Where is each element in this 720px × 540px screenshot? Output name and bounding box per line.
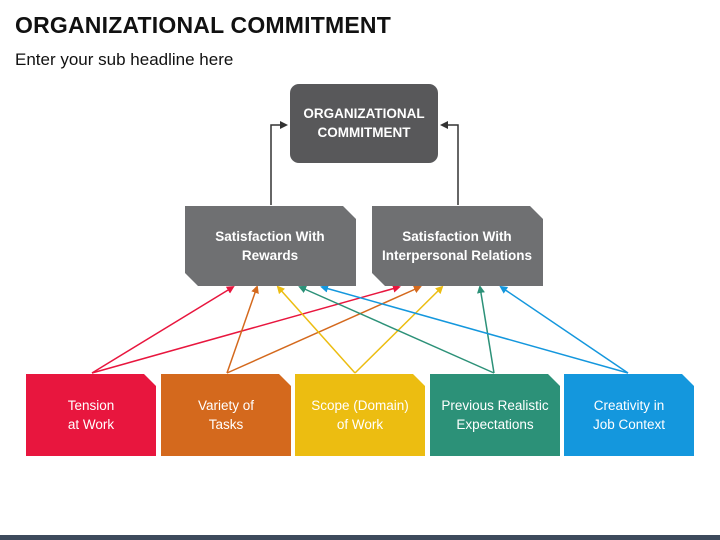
satisfaction-interpersonal-box: Satisfaction With Interpersonal Relation… xyxy=(372,206,543,286)
footer-bar xyxy=(0,535,720,540)
connector-expectations-to-rewards xyxy=(298,285,495,374)
organizational-commitment-box-shape xyxy=(290,84,438,163)
connector-creativity-to-interpersonal xyxy=(499,285,629,374)
satisfaction-interpersonal-line2: Interpersonal Relations xyxy=(382,248,532,263)
factor-variety-line2: Tasks xyxy=(209,417,244,432)
satisfaction-interpersonal-line1: Satisfaction With xyxy=(402,229,511,244)
factor-box-scope: Scope (Domain) of Work xyxy=(295,374,425,456)
connector-creativity-to-rewards xyxy=(320,284,629,374)
factor-creativity-line2: Job Context xyxy=(593,417,665,432)
connector-variety-to-interpersonal xyxy=(226,285,422,374)
page-title: ORGANIZATIONAL COMMITMENT xyxy=(15,12,391,38)
factor-box-scope-shape xyxy=(295,374,425,456)
organizational-commitment-line2: COMMITMENT xyxy=(318,125,412,140)
factor-box-expectations-shape xyxy=(430,374,560,456)
satisfaction-rewards-box-shape xyxy=(185,206,356,286)
factor-box-variety: Variety of Tasks xyxy=(161,374,291,456)
factor-box-expectations: Previous Realistic Expectations xyxy=(430,374,560,456)
factor-box-variety-shape xyxy=(161,374,291,456)
factor-box-tension-shape xyxy=(26,374,156,456)
connector-interpersonal-to-commitment xyxy=(440,121,459,205)
factor-expectations-line2: Expectations xyxy=(456,417,534,432)
factor-expectations-line1: Previous Realistic xyxy=(441,398,549,413)
factor-scope-line1: Scope (Domain) xyxy=(311,398,409,413)
connectors-to-middle xyxy=(91,284,629,374)
connector-tension-to-rewards xyxy=(91,285,235,374)
connector-variety-to-rewards xyxy=(226,285,259,374)
factor-scope-line2: of Work xyxy=(337,417,384,432)
organizational-commitment-line1: ORGANIZATIONAL xyxy=(303,106,424,121)
factor-tension-line2: at Work xyxy=(68,417,115,432)
factor-tension-line1: Tension xyxy=(68,398,115,413)
connector-scope-to-rewards xyxy=(276,285,356,374)
satisfaction-rewards-line2: Rewards xyxy=(242,248,298,263)
satisfaction-rewards-line1: Satisfaction With xyxy=(215,229,324,244)
factor-box-creativity: Creativity in Job Context xyxy=(564,374,694,456)
satisfaction-rewards-box: Satisfaction With Rewards xyxy=(185,206,356,286)
satisfaction-interpersonal-box-shape xyxy=(372,206,543,286)
connector-rewards-to-commitment xyxy=(270,121,288,205)
factor-creativity-line1: Creativity in xyxy=(594,398,665,413)
connectors-to-top xyxy=(270,121,459,205)
factor-variety-line1: Variety of xyxy=(198,398,254,413)
factor-box-creativity-shape xyxy=(564,374,694,456)
factor-box-tension: Tension at Work xyxy=(26,374,156,456)
page-subtitle: Enter your sub headline here xyxy=(15,50,234,69)
connector-tension-to-interpersonal xyxy=(91,284,401,374)
organizational-commitment-box: ORGANIZATIONAL COMMITMENT xyxy=(290,84,438,163)
connector-expectations-to-interpersonal xyxy=(477,285,495,374)
